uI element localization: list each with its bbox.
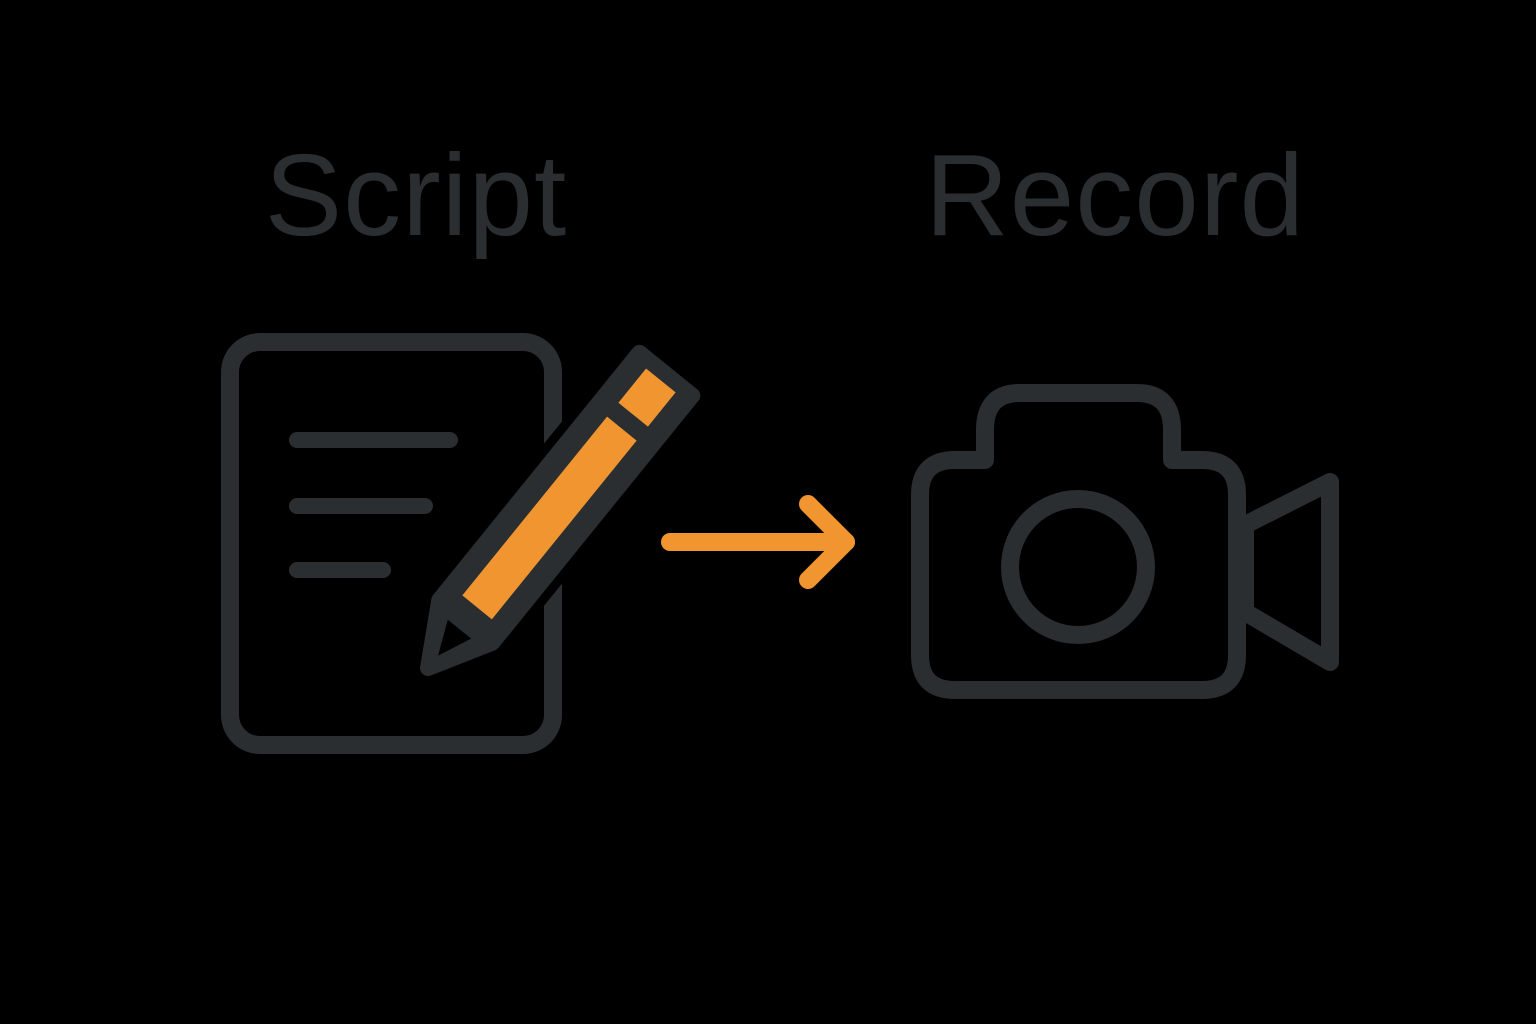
pencil-icon [411,335,710,685]
step-label-record: Record [925,130,1305,260]
pencil-tip [438,619,472,656]
arrow-right-icon [661,495,855,589]
pencil-body [462,416,637,620]
camera-lens [1001,490,1155,644]
step-label-script: Script [264,130,568,260]
document-pencil-icon [221,333,710,754]
camera-body [911,384,1246,699]
video-camera-icon [911,384,1339,699]
camera-viewfinder [1236,473,1339,671]
pencil-eraser [618,368,676,427]
